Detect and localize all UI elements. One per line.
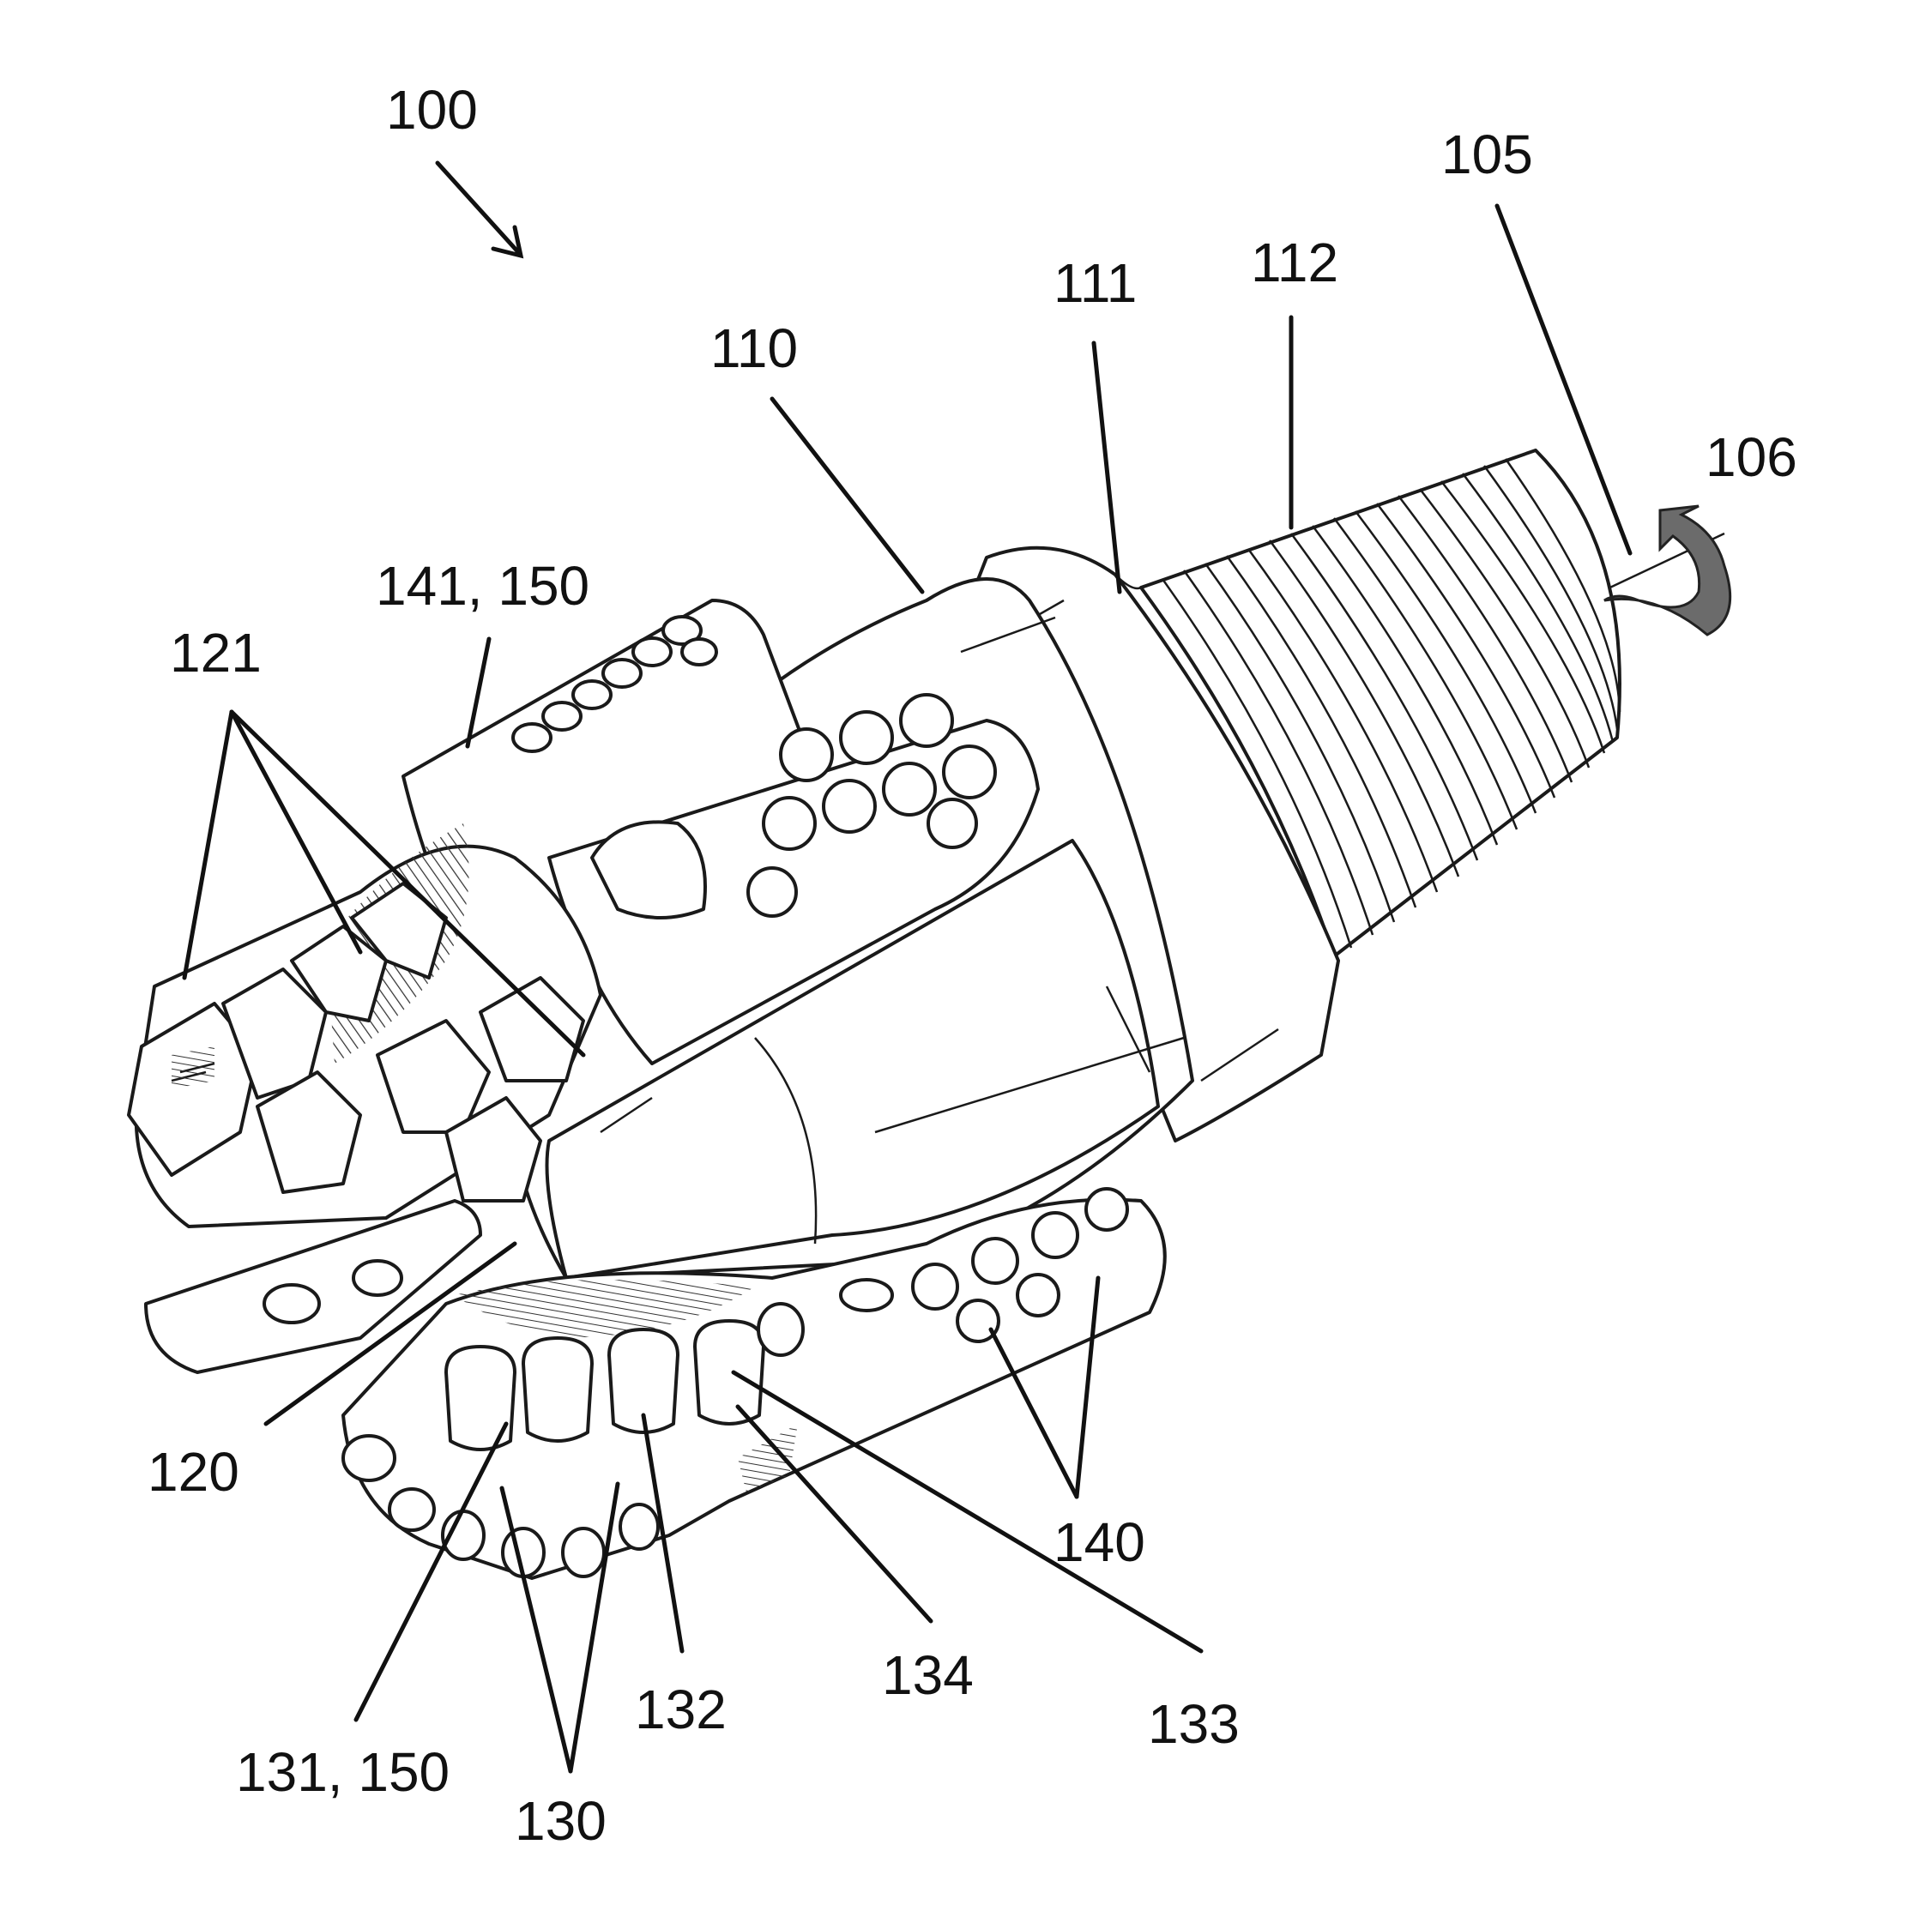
label-110: 110 — [710, 317, 798, 379]
label-133: 133 — [1148, 1693, 1240, 1755]
rotation-arrow-icon — [1604, 506, 1730, 635]
label-131-150: 131, 150 — [236, 1741, 450, 1803]
leader-110 — [772, 399, 922, 592]
label-140: 140 — [1054, 1511, 1145, 1573]
label-111: 111 — [1054, 252, 1137, 314]
label-130: 130 — [515, 1790, 607, 1852]
label-106: 106 — [1706, 426, 1797, 488]
label-141-150: 141, 150 — [376, 555, 589, 617]
label-105: 105 — [1441, 124, 1533, 185]
leader-121-a — [184, 712, 232, 978]
label-121: 121 — [170, 622, 262, 684]
label-100: 100 — [386, 79, 478, 141]
leader-121-b — [232, 712, 360, 952]
label-120: 120 — [148, 1441, 239, 1503]
label-134: 134 — [882, 1644, 974, 1706]
label-112: 112 — [1251, 232, 1338, 293]
leader-111 — [1094, 343, 1120, 592]
drill-bit-drawing — [129, 450, 1730, 1578]
label-132: 132 — [635, 1679, 727, 1740]
leader-100 — [438, 163, 519, 253]
